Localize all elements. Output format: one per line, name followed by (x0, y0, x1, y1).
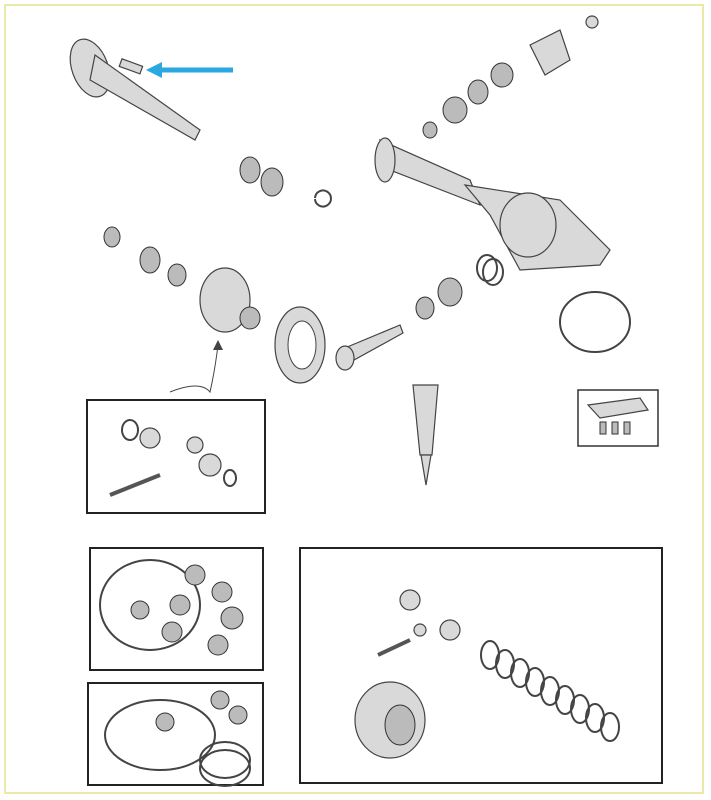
limited-slip-kit[interactable] (299, 547, 663, 784)
pinion-gear[interactable] (335, 324, 404, 371)
differential-case[interactable] (199, 267, 261, 333)
shims[interactable] (103, 226, 187, 287)
axle-bearing[interactable] (239, 156, 284, 197)
differential-gears-kit[interactable] (86, 399, 266, 514)
pinion-bearing-set[interactable] (415, 277, 463, 320)
diagram-frame (4, 4, 704, 794)
yoke-bolts[interactable] (577, 389, 659, 447)
axle-shaft[interactable] (63, 34, 201, 141)
pinion-bearings[interactable] (422, 62, 514, 139)
wheel-stud[interactable] (118, 58, 144, 75)
clutch-disc (600, 712, 620, 742)
cover-gasket[interactable] (559, 291, 631, 353)
ring-gear[interactable] (274, 306, 326, 384)
indicator-arrow (146, 62, 233, 78)
sealant-tube[interactable] (412, 384, 439, 486)
c-clip[interactable] (314, 189, 332, 208)
axle-housing[interactable] (374, 137, 611, 271)
crush-sleeve[interactable] (476, 254, 504, 286)
bearing-seal-kit[interactable] (87, 682, 264, 787)
master-overhaul-kit[interactable] (89, 547, 264, 671)
pinion-yoke[interactable] (529, 15, 599, 76)
